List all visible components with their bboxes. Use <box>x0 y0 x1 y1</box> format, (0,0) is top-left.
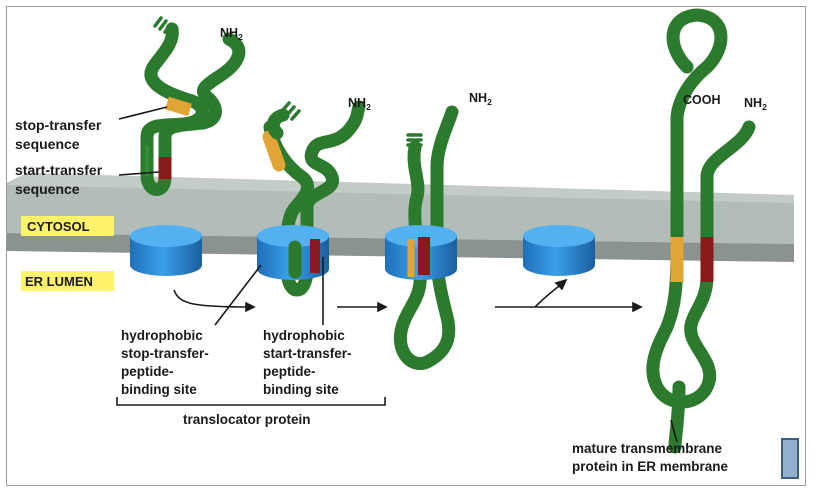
process-arrows <box>173 278 643 313</box>
translocator-2 <box>257 225 329 280</box>
er-lumen-tag: ER LUMEN <box>21 271 114 291</box>
cooh-label: COOH <box>683 93 721 107</box>
mature-protein-label: mature transmembrane protein in ER membr… <box>572 441 729 474</box>
er-lumen-label: ER LUMEN <box>25 274 93 289</box>
translocator-1 <box>130 225 202 276</box>
hydrophobic-start-label: hydrophobic start-transfer- peptide- bin… <box>263 328 355 397</box>
start-transfer-label: start-transfer sequence <box>15 162 106 197</box>
leader-lines <box>118 106 678 443</box>
nh2-label-2: NH2 <box>348 96 371 112</box>
translocator-4 <box>523 225 595 276</box>
translocator-bracket <box>116 397 386 406</box>
mature-protein <box>646 8 756 454</box>
cytosol-label: CYTOSOL <box>27 219 90 234</box>
scroll-handle[interactable] <box>781 438 799 479</box>
diagram-canvas: CYTOSOL ER LUMEN <box>7 8 794 474</box>
nh2-label-1: NH2 <box>220 26 243 42</box>
cytosol-tag: CYTOSOL <box>21 216 114 236</box>
er-membrane <box>7 173 794 262</box>
nh2-label-4: NH2 <box>744 96 767 112</box>
protein-stage-1 <box>140 16 246 196</box>
nh2-label-3: NH2 <box>469 91 492 107</box>
stop-transfer-label: stop-transfer sequence <box>15 117 105 152</box>
translocator-3 <box>385 225 457 280</box>
diagram-frame: CYTOSOL ER LUMEN <box>6 6 806 486</box>
hydrophobic-stop-label: hydrophobic stop-transfer- peptide- bind… <box>121 328 213 397</box>
translocator-label: translocator protein <box>183 412 311 427</box>
